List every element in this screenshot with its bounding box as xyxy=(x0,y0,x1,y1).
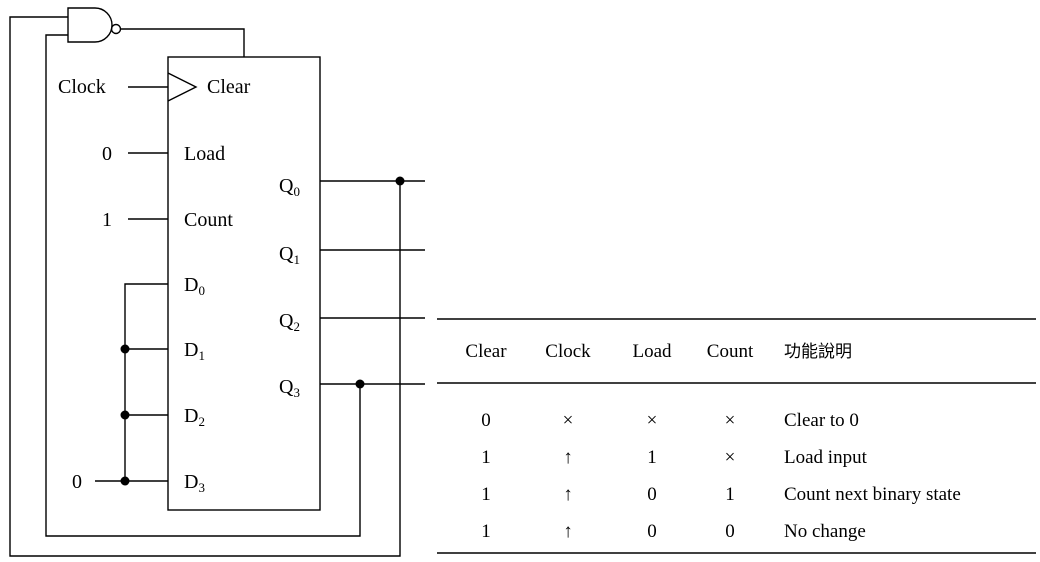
cell-load: 1 xyxy=(647,447,657,468)
nand-gate xyxy=(67,7,122,43)
cell-desc: Count next binary state xyxy=(784,484,961,505)
cell-load: 0 xyxy=(647,521,657,542)
header-load: Load xyxy=(632,341,672,362)
cell-load: × xyxy=(647,410,658,431)
d1-label: D1 xyxy=(184,339,205,363)
d0-label: D0 xyxy=(184,274,205,298)
table-row-2: 1 ↑ 0 1 Count next binary state xyxy=(481,484,961,505)
wire-d-bus xyxy=(124,283,168,481)
q3-label: Q3 xyxy=(279,376,300,400)
wire-q0-feedback xyxy=(9,16,401,557)
clock-label: Clock xyxy=(58,76,106,98)
cell-count: 1 xyxy=(725,484,735,505)
counter-block xyxy=(167,56,321,511)
cell-clock: ↑ xyxy=(563,447,573,468)
q1-label: Q1 xyxy=(279,243,300,267)
cell-count: 0 xyxy=(725,521,735,542)
table-row-0: 0 × × × Clear to 0 xyxy=(481,410,859,431)
clear-label: Clear xyxy=(207,76,251,98)
junction-q0 xyxy=(395,176,405,186)
function-table: Clear Clock Load Count 功能說明 0 × × × Clea… xyxy=(437,318,1036,554)
junction-q3 xyxy=(355,379,365,389)
cell-clock: ↑ xyxy=(563,484,573,505)
cell-load: 0 xyxy=(647,484,657,505)
table-row-3: 1 ↑ 0 0 No change xyxy=(481,521,866,542)
cell-clear: 1 xyxy=(481,484,491,505)
cell-clear: 1 xyxy=(481,521,491,542)
count-value: 1 xyxy=(102,209,112,231)
junctions xyxy=(120,176,405,486)
nand-bubble xyxy=(110,23,122,35)
wires xyxy=(9,16,425,557)
clock-triangle xyxy=(167,72,198,102)
junction-d1 xyxy=(120,344,130,354)
header-clock: Clock xyxy=(545,341,591,362)
cell-clear: 0 xyxy=(481,410,491,431)
load-label: Load xyxy=(184,143,225,165)
wire-nand-to-clear xyxy=(121,28,245,57)
d3-label: D3 xyxy=(184,471,205,495)
d3-value: 0 xyxy=(72,471,82,493)
table-header: Clear Clock Load Count xyxy=(465,341,754,362)
cell-count: × xyxy=(725,447,736,468)
cell-desc: No change xyxy=(784,521,866,542)
cell-count: × xyxy=(725,410,736,431)
header-count: Count xyxy=(707,341,754,362)
cell-desc: Load input xyxy=(784,447,868,468)
d2-label: D2 xyxy=(184,405,205,429)
wire-q3-feedback xyxy=(45,34,361,537)
table-row-1: 1 ↑ 1 × Load input xyxy=(481,447,867,468)
cell-desc: Clear to 0 xyxy=(784,410,859,431)
junction-d3 xyxy=(120,476,130,486)
header-clear: Clear xyxy=(465,341,507,362)
q2-label: Q2 xyxy=(279,310,300,334)
count-label: Count xyxy=(184,209,233,231)
q0-label: Q0 xyxy=(279,175,300,199)
header-description: 功能說明 xyxy=(784,342,852,362)
cell-clock: ↑ xyxy=(563,521,573,542)
cell-clock: × xyxy=(563,410,574,431)
junction-d2 xyxy=(120,410,130,420)
cell-clear: 1 xyxy=(481,447,491,468)
load-value: 0 xyxy=(102,143,112,165)
